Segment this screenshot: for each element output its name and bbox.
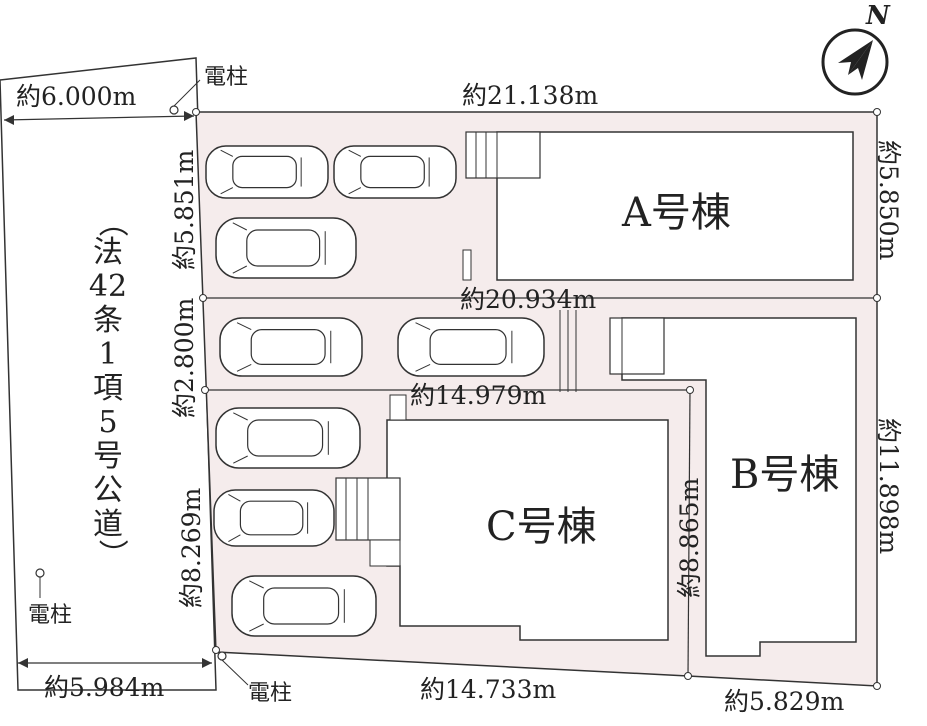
building-b-label: B号棟 [730,452,839,498]
pole-bottom-label: 電柱 [248,681,292,706]
dim-mid-long: 約20.934m [460,285,596,314]
dim-left-lower: 約8.269m [177,487,206,608]
pole-left-marker [35,568,45,578]
parked-car [219,317,363,377]
parking-cars [205,145,545,637]
road-label: （ 法 42 条 1 項 5 号 公 道 ） [89,207,129,569]
pole-top-marker [169,105,179,115]
dim-bottom-right: 約5.829m [724,687,845,716]
svg-text:（: （ [94,207,129,237]
parcel-line-vertical [687,389,691,677]
building-b-entrance [609,317,665,375]
dim-inner-vertical: 約8.865m [675,477,704,598]
corner-markers [192,108,881,690]
dim-bottom-left: 約14.733m [420,675,556,704]
svg-text:条: 条 [93,303,123,338]
dim-right-top: 約5.850m [874,140,903,261]
svg-text:道: 道 [93,507,123,542]
building-a-label: A号棟 [621,190,731,236]
pole-bottom-marker [217,651,227,661]
dim-left-upper: 約5.851m [170,149,199,270]
road-width-top-arrow [3,115,195,121]
building-a-entrance [465,131,541,179]
svg-text:42: 42 [89,269,127,304]
north-compass-icon: N [821,1,891,96]
svg-text:）: ） [94,539,129,569]
svg-text:項: 項 [93,371,123,406]
dim-mid-short: 約14.979m [410,381,546,410]
parked-car [231,575,377,637]
building-b [621,317,857,657]
building-a [496,131,854,281]
road-width-top: 約6.000m [16,82,137,111]
building-a-meter [462,249,472,281]
compass-label: N [865,1,891,31]
svg-text:1: 1 [98,337,117,372]
building-c-label: C号棟 [486,504,597,550]
dim-top: 約21.138m [462,81,598,110]
svg-text:法: 法 [93,235,123,270]
parked-car [205,145,329,199]
pole-top-label: 電柱 [204,65,248,90]
svg-text:公: 公 [93,473,123,508]
svg-text:5: 5 [98,405,117,440]
parked-car [213,489,335,547]
parked-car [333,145,457,199]
building-c-meter [389,394,407,421]
svg-text:号: 号 [93,439,123,474]
dim-left-middle: 約2.800m [170,297,199,418]
dim-right-bottom: 約11.898m [874,418,903,554]
parked-car [215,217,357,279]
road-width-bottom: 約5.984m [44,673,165,702]
pole-left-label: 電柱 [28,603,72,628]
parked-car [397,317,545,377]
parked-car [215,407,361,469]
public-road [0,57,217,691]
